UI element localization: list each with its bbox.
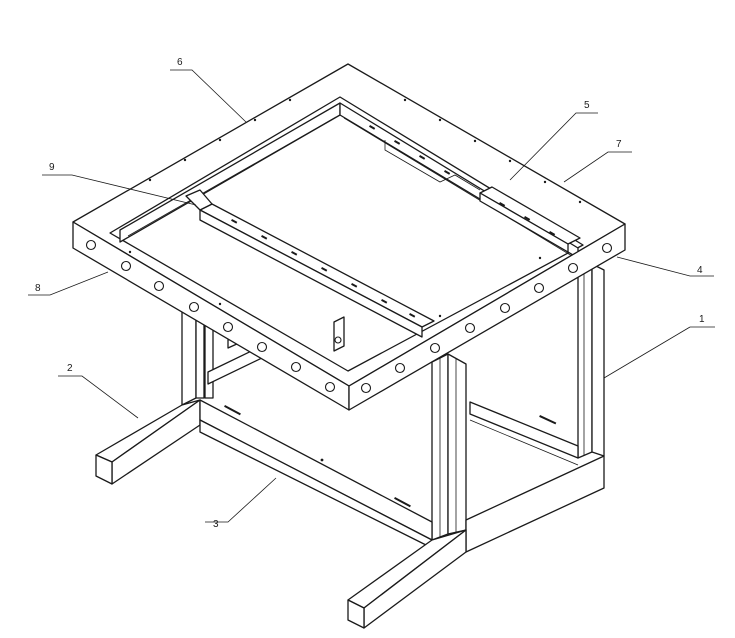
- cross-beam: [185, 189, 435, 352]
- callout-1: 1: [699, 314, 705, 325]
- callout-3: 3: [213, 519, 219, 530]
- callout-9: 9: [49, 162, 55, 173]
- front-legs: [431, 353, 467, 541]
- left-foot: [95, 399, 201, 485]
- right-inner-beam: [369, 125, 581, 253]
- callout-labels: 1 2 3 4 5 6 7 8 9: [35, 57, 705, 530]
- base-rail: [199, 399, 605, 553]
- callout-5: 5: [584, 100, 590, 111]
- callout-8: 8: [35, 283, 41, 294]
- callout-4: 4: [697, 265, 703, 276]
- callout-6: 6: [177, 57, 183, 68]
- leader-lines: [28, 69, 715, 523]
- callout-7: 7: [616, 139, 622, 150]
- top-frame: [72, 63, 626, 411]
- right-foot: [347, 529, 467, 629]
- callout-2: 2: [67, 363, 73, 374]
